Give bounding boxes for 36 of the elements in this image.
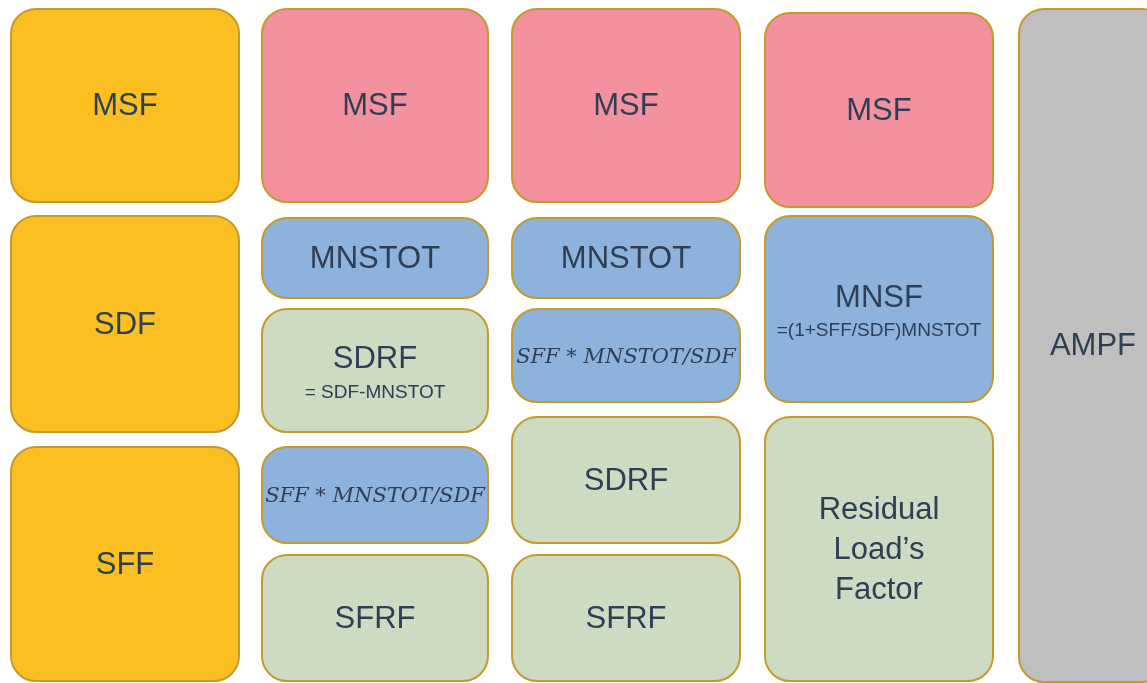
sizing-block bbox=[764, 416, 994, 682]
formula-block bbox=[511, 308, 741, 403]
sizing-block bbox=[261, 554, 489, 682]
sizing-block bbox=[10, 446, 240, 682]
sizing-block bbox=[261, 217, 489, 299]
sizing-block bbox=[1018, 8, 1147, 683]
sizing-block bbox=[511, 217, 741, 299]
sizing-block bbox=[261, 308, 489, 433]
block-label: SDRF bbox=[583, 460, 669, 499]
block-label: SFRF bbox=[334, 598, 416, 637]
sizing-block bbox=[764, 215, 994, 403]
formula-block bbox=[261, 446, 489, 544]
block-label: SFF bbox=[95, 544, 155, 583]
block-label: MSF bbox=[92, 86, 158, 125]
formula-text: =(1+SFF/SDF)MNSTOT bbox=[776, 319, 982, 342]
block-label: MNSTOT bbox=[309, 238, 441, 277]
block-label: SDRF bbox=[332, 339, 418, 378]
sizing-block bbox=[10, 215, 240, 433]
block-label: MSF bbox=[593, 86, 659, 125]
block-label: MNSF bbox=[835, 277, 923, 316]
formula-text: SFF * MNSTOT/SDF bbox=[516, 343, 736, 368]
sizing-block bbox=[261, 8, 489, 203]
sizing-block bbox=[511, 416, 741, 544]
sizing-block bbox=[10, 8, 240, 203]
block-label: AMPF bbox=[1049, 326, 1137, 365]
block-label: Residual Load’s Factor bbox=[817, 489, 941, 609]
sizing-block bbox=[511, 8, 741, 203]
sizing-block bbox=[764, 12, 994, 208]
sizing-block bbox=[511, 554, 741, 682]
block-label: MSF bbox=[846, 90, 912, 129]
block-label: MSF bbox=[342, 86, 408, 125]
formula-text: = SDF-MNSTOT bbox=[304, 380, 446, 403]
block-label: SDF bbox=[94, 304, 156, 343]
formula-text: SFF * MNSTOT/SDF bbox=[265, 483, 485, 507]
block-label: SFRF bbox=[585, 598, 667, 637]
block-label: MNSTOT bbox=[560, 238, 692, 277]
